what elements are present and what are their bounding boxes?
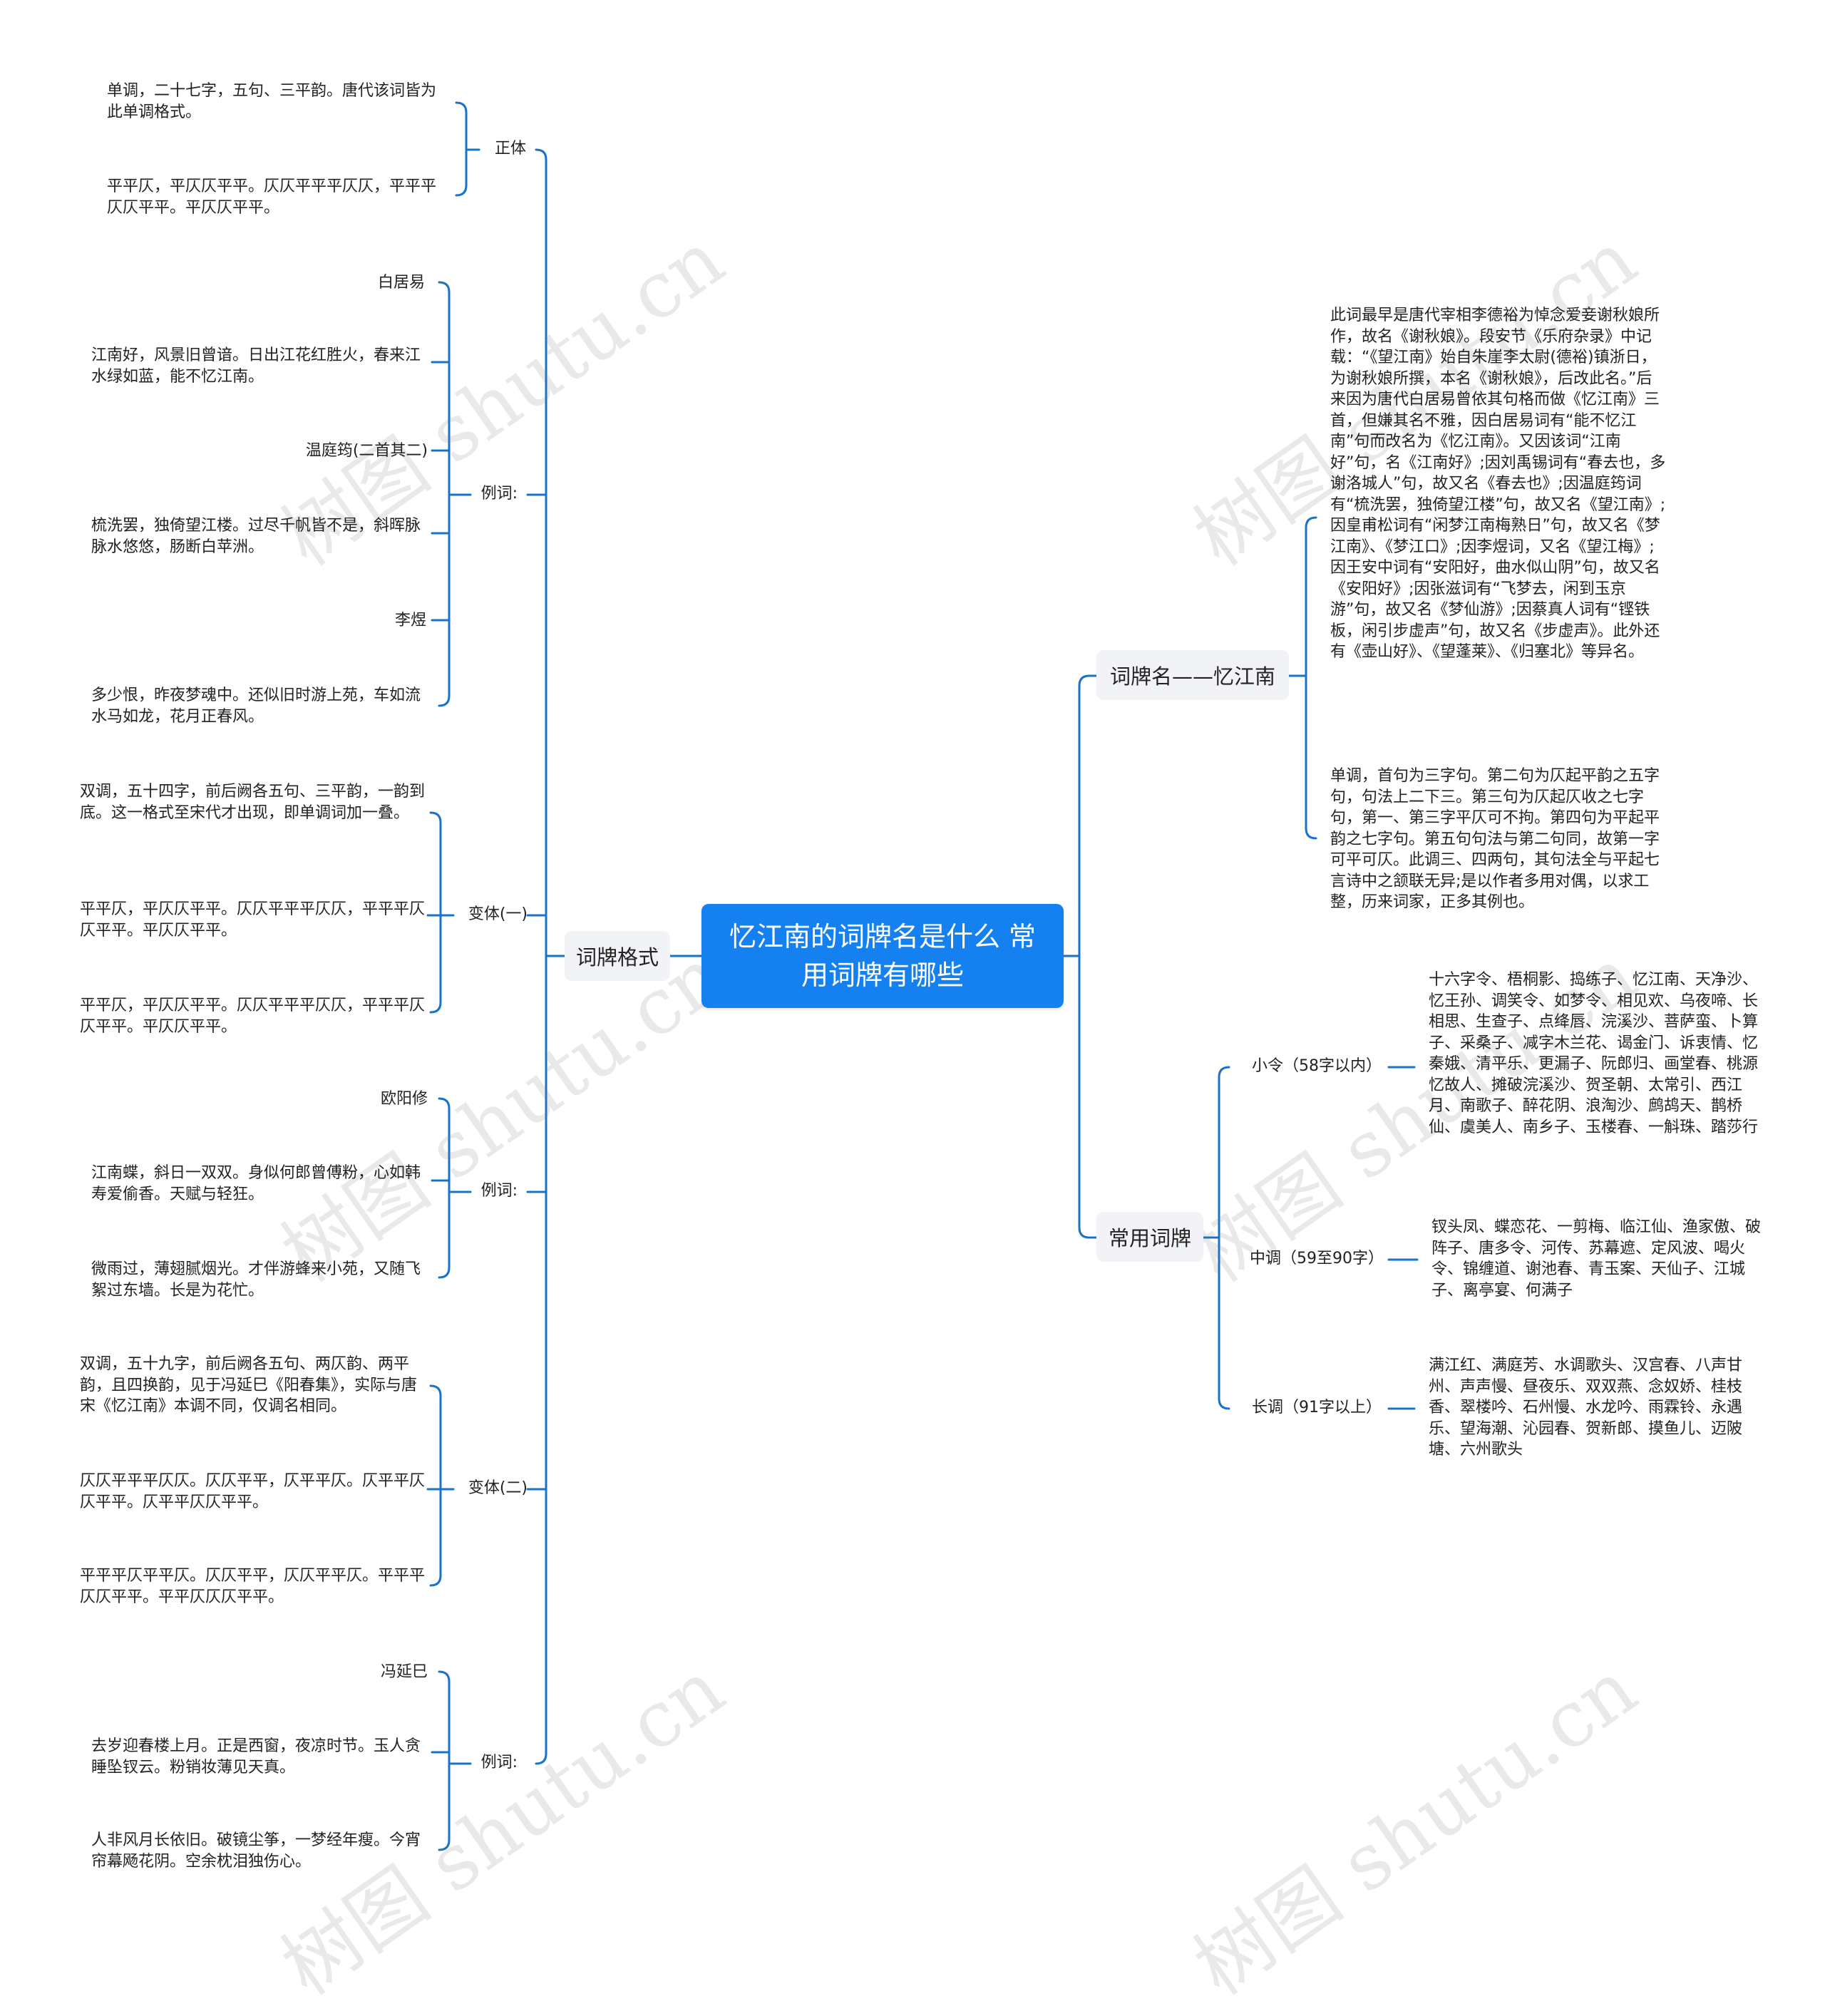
leaf-text: 去岁迎春楼上月。正是西窗，夜凉时节。玉人贪睡坠钗云。粉销妆薄见天真。 [91,1737,421,1776]
group-label-example[interactable]: 例词: [480,1182,518,1200]
leaf-text: 平平仄，平仄仄平平。仄仄平平平仄仄，平平平仄仄平平。平仄仄平平。 [80,900,426,940]
root-topic[interactable]: 忆江南的词牌名是什么 常用词牌有哪些 [701,904,1064,1008]
group-bracket [438,281,451,707]
leaf-author: 冯延巳 [380,1663,428,1681]
group-label-variant-2[interactable]: 变体(二) [468,1479,528,1497]
lower-right-bracket [1218,1066,1230,1410]
group-bracket [438,1097,451,1279]
group-label-zhengti[interactable]: 正体 [494,140,526,158]
branch-cipai-format[interactable]: 词牌格式 [565,931,670,981]
leaf-text: 双调，五十九字，前后阙各五句、两仄韵、两平韵，且四换韵，见于冯延巳《阳春集》，实… [80,1355,418,1415]
leaf-text: 多少恨，昨夜梦魂中。还似旧时游上苑，车如流水马如龙，花月正春风。 [91,686,421,726]
group-label-changdiao[interactable]: 长调（91字以上） [1252,1399,1382,1416]
group-label-zhongdiao[interactable]: 中调（59至90字） [1250,1250,1384,1267]
leaf-text: 单调，二十七字，五句、三平韵。唐代该词皆为此单调格式。 [107,82,437,121]
leaf-text: 江南好，风景旧曾谙。日出江花红胜火，春来江水绿如蓝，能不忆江南。 [91,346,421,386]
group-bracket [429,811,442,1014]
leaf-text: 微雨过，薄翅腻烟光。才伴游蜂来小苑，又随飞絮过东墙。长是为花忙。 [91,1260,421,1300]
group-bracket [429,1384,442,1587]
leaf-text: 钗头凤、蝶恋花、一剪梅、临江仙、渔家傲、破阵子、唐多令、河传、苏幕遮、定风波、喝… [1431,1218,1762,1300]
leaf-text: 平平仄，平仄仄平平。仄仄平平平仄仄，平平平仄仄平平。平仄仄平平。 [107,178,437,217]
group-label-example[interactable]: 例词: [480,1754,518,1771]
group-label-example[interactable]: 例词: [480,485,518,503]
left-main-bus [535,148,548,1765]
connector-lines [426,101,1419,1851]
right-lower-curve [1078,1226,1098,1239]
leaf-text: 人非风月长依旧。破镜尘筝，一梦经年瘦。今宵帘幕飏花阴。空余枕泪独伤心。 [91,1831,421,1871]
leaf-text: 双调，五十四字，前后阙各五句、三平韵，一韵到底。这一格式至宋代才出现，即单调词加… [80,783,426,822]
branch-cipai-name[interactable]: 词牌名——忆江南 [1096,650,1289,700]
leaf-text: 仄仄平平平仄仄。仄仄平平，仄平平仄。仄平平仄仄平平。仄平平仄仄平平。 [80,1472,426,1511]
leaf-text: 满江红、满庭芳、水调歌头、汉宫春、八声甘州、声声慢、昼夜乐、双双燕、念奴娇、桂枝… [1429,1357,1743,1459]
leaf-author: 白居易 [377,274,425,292]
branch-common-cipai[interactable]: 常用词牌 [1096,1212,1203,1262]
upper-right-bracket [1305,516,1317,840]
leaf-text: 此词最早是唐代宰相李德裕为悼念爱妾谢秋娘所作，故名《谢秋娘》。段安节《乐府杂录》… [1330,307,1666,661]
group-bracket [455,101,468,197]
leaf-text: 十六字令、梧桐影、捣练子、忆江南、天净沙、忆王孙、调笑令、如梦令、相见欢、乌夜啼… [1429,971,1759,1136]
group-label-xiaoling[interactable]: 小令（58字以内） [1252,1057,1382,1075]
right-upper-curve [1078,674,1098,687]
leaf-text: 梳洗罢，独倚望江楼。过尽千帆皆不是，斜晖脉脉水悠悠，肠断白苹洲。 [91,517,421,556]
group-label-variant-1[interactable]: 变体(一) [468,905,528,923]
leaf-text: 江南蝶，斜日一双双。身似何郎曾傅粉，心如韩寿爱偷香。天赋与轻狂。 [91,1164,421,1203]
leaf-text: 平平仄，平仄仄平平。仄仄平平平仄仄，平平平仄仄平平。平仄仄平平。 [80,997,426,1036]
leaf-text: 单调，首句为三字句。第二句为仄起平韵之五字句，句法上二下三。第三句为仄起仄收之七… [1330,767,1660,911]
leaf-author: 温庭筠(二首其二) [305,442,428,460]
leaf-author: 李煜 [394,612,426,629]
mind-map-canvas: 树图 shutu.cn 树图 shutu.cn 树图 shutu.cn 树图 s… [80,82,1762,2012]
leaf-text: 平平平仄平平仄。仄仄平平，仄仄平平仄。平平平仄仄平平。平平仄仄仄平平。 [80,1567,426,1606]
group-bracket [438,1670,451,1851]
leaf-author: 欧阳修 [380,1090,428,1108]
